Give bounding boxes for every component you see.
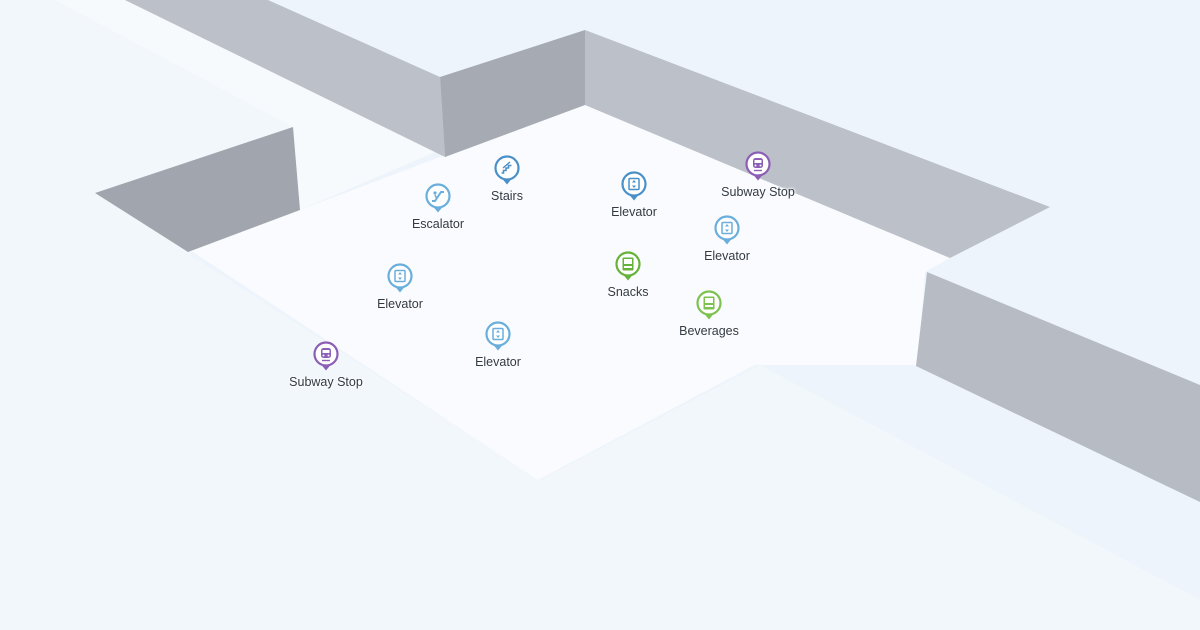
vending-icon — [615, 251, 641, 281]
poi-beverages[interactable]: Beverages — [649, 290, 769, 338]
poi-label: Elevator — [704, 249, 750, 263]
subway-icon — [313, 341, 339, 371]
wall-top-left — [125, 0, 445, 157]
elevator-icon — [387, 263, 413, 293]
poi-stairs[interactable]: Stairs — [447, 155, 567, 203]
poi-label: Subway Stop — [721, 185, 795, 199]
wall-right-front — [916, 272, 1200, 502]
poi-label: Snacks — [607, 285, 649, 299]
poi-label: Elevator — [377, 297, 423, 311]
wall-top-right — [585, 30, 1050, 258]
poi-label: Stairs — [491, 189, 523, 203]
escalator-icon — [425, 183, 451, 213]
poi-label: Elevator — [611, 205, 657, 219]
poi-elevator-1[interactable]: Elevator — [574, 171, 694, 219]
poi-label: Escalator — [411, 217, 465, 231]
poi-escalator[interactable]: Escalator — [378, 183, 498, 231]
elevator-icon — [485, 321, 511, 351]
poi-subway-stop-1[interactable]: Subway Stop — [698, 151, 818, 199]
stairs-icon — [494, 155, 520, 185]
elevator-icon — [714, 215, 740, 245]
poi-label: Beverages — [679, 324, 739, 338]
wall-top-center — [440, 30, 585, 157]
vending-icon — [696, 290, 722, 320]
poi-elevator-2[interactable]: Elevator — [667, 215, 787, 263]
poi-snacks[interactable]: Snacks — [568, 251, 688, 299]
concourse-floor[interactable] — [190, 105, 950, 480]
poi-elevator-4[interactable]: Elevator — [438, 321, 558, 369]
poi-subway-stop-2[interactable]: Subway Stop — [266, 341, 386, 389]
elevator-icon — [621, 171, 647, 201]
poi-label: Elevator — [475, 355, 521, 369]
poi-elevator-3[interactable]: Elevator — [340, 263, 460, 311]
poi-label: Subway Stop — [289, 375, 363, 389]
wall-left-top — [95, 127, 300, 252]
subway-icon — [745, 151, 771, 181]
